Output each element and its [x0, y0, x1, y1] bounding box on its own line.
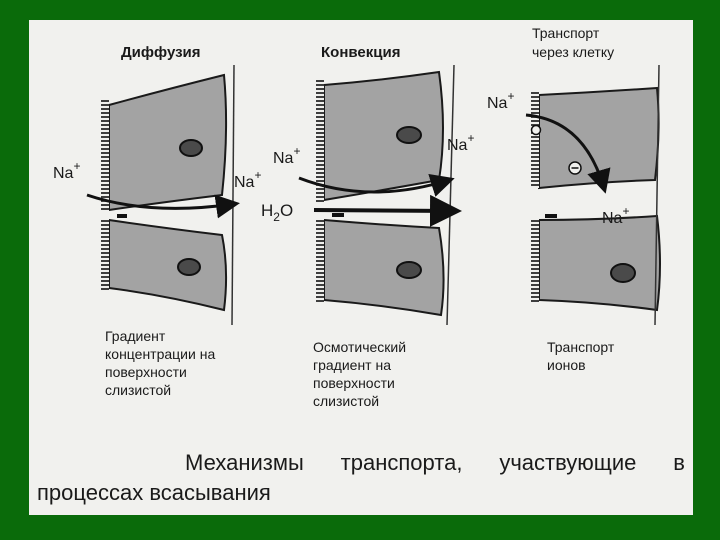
description-line: поверхности — [105, 364, 187, 380]
heading-transcellular-line2: через клетку — [532, 44, 614, 60]
description-line: слизистой — [313, 393, 380, 409]
membrane-line-convection — [446, 64, 455, 326]
nucleus-convection-top — [396, 126, 422, 144]
diagram-frame: Диффузия Конвекция Транспорт через клетк… — [29, 20, 693, 515]
description-line: Градиент — [105, 328, 166, 344]
description-transcellular: Транспорт ионов — [547, 338, 614, 374]
heading-convection: Конвекция — [321, 44, 400, 61]
description-line: слизистой — [105, 382, 172, 398]
na-label-diffusion-out: Na+ — [234, 168, 261, 191]
water-label: H2O — [261, 201, 293, 224]
arrow-transcellular — [525, 113, 611, 194]
description-line: концентрации на — [105, 346, 216, 362]
panel-convection — [298, 64, 462, 326]
brush-border-convection-top — [316, 80, 324, 202]
cell-diffusion-top — [108, 73, 228, 212]
description-line: поверхности — [313, 375, 395, 391]
brush-border-diffusion-top — [101, 98, 109, 212]
heading-diffusion: Диффузия — [121, 44, 201, 61]
arrow-diffusion — [86, 193, 240, 219]
description-line: ионов — [547, 357, 586, 373]
brush-border-diffusion-bottom — [101, 218, 109, 290]
membrane-line-transcellular — [654, 64, 660, 326]
description-line: Транспорт — [547, 339, 615, 355]
membrane-line-diffusion — [231, 64, 235, 326]
na-label-transcellular-out: Na+ — [602, 204, 629, 227]
panel-diffusion — [86, 64, 240, 326]
tight-junction-transcellular — [545, 214, 557, 218]
description-diffusion: Градиент концентрации на поверхности сли… — [105, 327, 215, 399]
arrow-convection-water — [313, 194, 462, 227]
tight-junction-diffusion — [117, 214, 127, 218]
description-line: Осмотический — [313, 339, 407, 355]
na-label-convection-out: Na+ — [447, 131, 474, 154]
transport-diagram: Диффузия Конвекция Транспорт через клетк… — [53, 25, 661, 326]
description-convection: Осмотический градиент на поверхности сли… — [313, 338, 406, 410]
carrier-entry-icon — [530, 124, 542, 136]
panel-transcellular — [525, 64, 661, 326]
cell-convection-top — [323, 70, 444, 202]
na-label-diffusion-in: Na+ — [53, 159, 80, 182]
brush-border-transcellular-top — [531, 90, 539, 188]
na-label-convection-in: Na+ — [273, 144, 300, 167]
nucleus-diffusion-bottom — [177, 258, 201, 276]
cell-transcellular-bottom — [538, 214, 661, 312]
na-label-transcellular-in: Na+ — [487, 89, 514, 112]
arrow-convection-na — [298, 173, 455, 197]
brush-border-convection-bottom — [316, 218, 324, 303]
heading-transcellular-line1: Транспорт — [532, 25, 600, 41]
tight-junction-convection — [332, 213, 344, 217]
nucleus-transcellular-bottom — [610, 263, 636, 283]
description-line: градиент на — [313, 357, 392, 373]
cell-diffusion-bottom — [108, 218, 228, 312]
nucleus-diffusion-top — [179, 139, 203, 157]
cell-convection-bottom — [323, 218, 445, 317]
brush-border-transcellular-bottom — [531, 218, 539, 302]
nucleus-convection-bottom — [396, 261, 422, 279]
caption-line-2: процессах всасывания — [37, 480, 271, 505]
caption-line-1: Механизмы транспорта, участвующие в — [185, 450, 685, 475]
